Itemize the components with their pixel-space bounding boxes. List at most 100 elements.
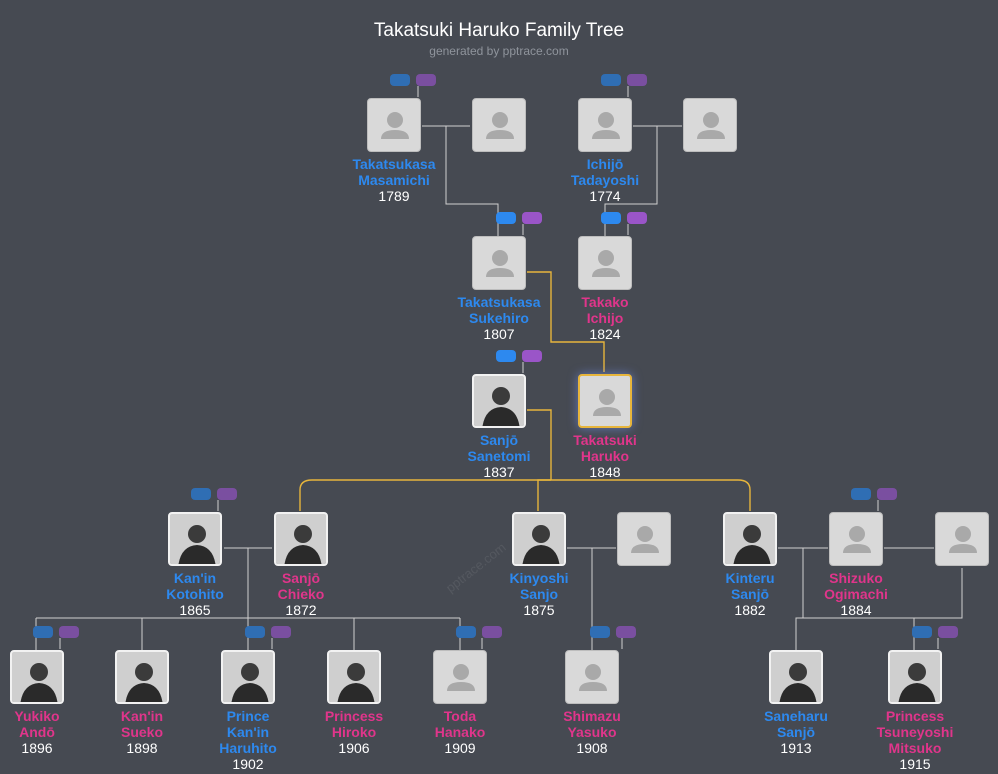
relation-badges[interactable] <box>456 626 506 640</box>
spouse-badge[interactable] <box>271 626 291 638</box>
person-placeholder[interactable] <box>367 98 421 152</box>
spouse-badge[interactable] <box>938 626 958 638</box>
person-placeholder[interactable] <box>683 98 737 152</box>
person-placeholder[interactable] <box>829 512 883 566</box>
person-silhouette-icon <box>579 664 607 691</box>
relation-badges[interactable] <box>33 626 83 640</box>
person-placeholder[interactable] <box>935 512 989 566</box>
person-photo[interactable] <box>512 512 566 566</box>
person-photo[interactable] <box>723 512 777 566</box>
person-placeholder[interactable] <box>578 236 632 290</box>
spouse-badge[interactable] <box>627 212 647 224</box>
connector <box>795 617 856 650</box>
person-name-line: Yukiko <box>14 708 60 724</box>
spouse-badge[interactable] <box>482 626 502 638</box>
parents-badge[interactable] <box>496 212 516 224</box>
portrait-photo <box>276 514 326 564</box>
parents-badge[interactable] <box>601 74 621 86</box>
spouse-badge[interactable] <box>416 74 436 86</box>
person-name-line: Kinyoshi <box>509 570 569 586</box>
parents-badge[interactable] <box>390 74 410 86</box>
parents-badge[interactable] <box>33 626 53 638</box>
person-photo[interactable] <box>221 650 275 704</box>
birth-year: 1882 <box>734 602 766 618</box>
person-photo[interactable] <box>888 650 942 704</box>
person-placeholder[interactable] <box>433 650 487 704</box>
person-placeholder[interactable] <box>472 236 526 290</box>
relation-badges[interactable] <box>496 212 546 226</box>
relation-badges[interactable] <box>912 626 962 640</box>
person-placeholder[interactable] <box>472 98 526 152</box>
parents-badge[interactable] <box>496 350 516 362</box>
person-placeholder[interactable] <box>617 512 671 566</box>
parents-badge[interactable] <box>456 626 476 638</box>
parents-badge[interactable] <box>601 212 621 224</box>
person-photo[interactable] <box>168 512 222 566</box>
person-placeholder[interactable] <box>565 650 619 704</box>
relation-badges[interactable] <box>601 74 651 88</box>
parents-badge[interactable] <box>191 488 211 500</box>
spouse-badge[interactable] <box>616 626 636 638</box>
person-photo[interactable] <box>327 650 381 704</box>
spouse-badge[interactable] <box>522 350 542 362</box>
person-name-line: Takatsukasa <box>352 156 436 172</box>
person-photo[interactable] <box>769 650 823 704</box>
relation-badges[interactable] <box>390 74 440 88</box>
person-name-line: Sanjō <box>776 724 816 740</box>
spouse-badge[interactable] <box>59 626 79 638</box>
relation-badges[interactable] <box>191 488 241 502</box>
person-name-line: Sanjō <box>281 570 321 586</box>
parents-badge[interactable] <box>912 626 932 638</box>
person-placeholder[interactable] <box>578 374 632 428</box>
person-photo[interactable] <box>274 512 328 566</box>
person-name-line: Princess <box>324 708 384 724</box>
relation-badges[interactable] <box>590 626 640 640</box>
parents-badge[interactable] <box>245 626 265 638</box>
relation-badges[interactable] <box>496 350 546 364</box>
birth-year: 1824 <box>589 326 621 342</box>
parents-badge[interactable] <box>590 626 610 638</box>
parents-badge[interactable] <box>851 488 871 500</box>
person-photo[interactable] <box>10 650 64 704</box>
person-silhouette-icon <box>592 250 620 277</box>
birth-year: 1807 <box>483 326 515 342</box>
relation-badges[interactable] <box>245 626 295 640</box>
person-name-line: Ichijō <box>586 156 624 172</box>
person-name-line: Sanetomi <box>467 448 531 464</box>
person-photo[interactable] <box>115 650 169 704</box>
portrait-photo <box>170 514 220 564</box>
relation-badges[interactable] <box>851 488 901 502</box>
spouse-badge[interactable] <box>217 488 237 500</box>
person-name-line: Kotohito <box>166 586 224 602</box>
person-silhouette-icon <box>631 526 659 553</box>
person-placeholder[interactable] <box>578 98 632 152</box>
highlight-connector <box>527 271 605 372</box>
connector <box>856 617 915 650</box>
person-photo[interactable] <box>472 374 526 428</box>
spouse-badge[interactable] <box>877 488 897 500</box>
person-name-line: Takako <box>581 294 629 310</box>
spouse-badge[interactable] <box>522 212 542 224</box>
page-subtitle: generated by pptrace.com <box>429 44 569 58</box>
spouse-badge[interactable] <box>627 74 647 86</box>
relation-badges[interactable] <box>601 212 651 226</box>
